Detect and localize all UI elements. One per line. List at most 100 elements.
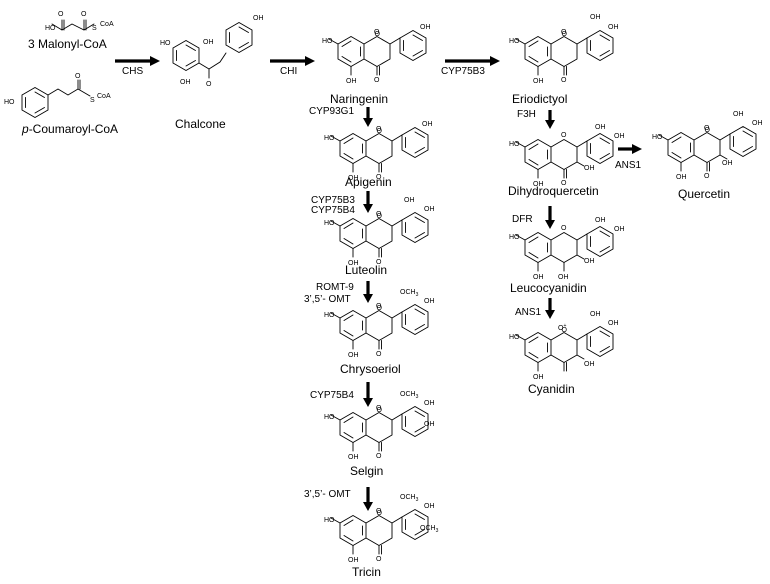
atom-label: OH: [348, 175, 359, 182]
atom-label: OH: [614, 133, 625, 140]
atom-label: HO: [324, 135, 335, 142]
enzyme-cyp93g1: CYP93G1: [309, 106, 354, 117]
atom-label: OH: [420, 24, 431, 31]
atom-label: S: [90, 97, 95, 104]
enzyme-f3h: F3H: [517, 109, 536, 120]
atom-label: OH: [533, 181, 544, 188]
atom-label: CoA: [100, 21, 114, 28]
atom-label: HO: [322, 38, 333, 45]
compound-p-coumaroyl-coa: p-Coumaroyl-CoA: [21, 122, 118, 136]
atom-label: O: [376, 405, 382, 412]
atom-label: HO: [652, 134, 663, 141]
luteolin-structure: HO OH O O OH OH: [324, 197, 435, 267]
atom-label: O: [561, 29, 567, 36]
atom-label: O: [376, 351, 382, 358]
atom-label: HO: [324, 414, 335, 421]
atom-label: CoA: [97, 93, 111, 100]
enzyme-romt9: ROMT-9: [316, 282, 354, 293]
arrowhead: [490, 56, 500, 66]
arrowhead: [305, 56, 315, 66]
atom-label: O: [376, 126, 382, 133]
compound-malonyl-coa: 3 Malonyl-CoA: [28, 37, 107, 51]
atom-label: OH: [203, 39, 214, 46]
enzyme-cyp75b4-sel: CYP75B4: [310, 390, 354, 401]
atom-label: O: [376, 211, 382, 218]
atom-label: OH: [584, 165, 595, 172]
arrowhead: [632, 144, 642, 154]
atom-label: OH: [348, 557, 359, 564]
malonyl-coa-structure: HO O O S CoA: [45, 11, 114, 32]
atom-label: OH: [533, 374, 544, 381]
enzyme-cyp75b4-lut: CYP75B4: [311, 205, 355, 216]
atom-label: O: [704, 125, 710, 132]
arrowhead: [363, 398, 373, 407]
atom-label: O+: [558, 323, 566, 332]
atom-label: OH: [533, 274, 544, 281]
atom-label: OH: [595, 217, 606, 224]
atom-label: OH: [676, 174, 687, 181]
leucocyanidin-structure: HO OH O OH OH OH OH: [509, 217, 625, 281]
atom-label: O: [561, 225, 567, 232]
enzyme-ans1-cya: ANS1: [515, 307, 542, 318]
atom-label: O: [376, 303, 382, 310]
compound-chrysoeriol: Chrysoeriol: [340, 362, 401, 376]
atom-label: HO: [45, 25, 56, 32]
compound-leucocyanidin: Leucocyanidin: [510, 281, 587, 295]
atom-label: OH: [424, 298, 435, 305]
atom-label: O: [206, 81, 212, 88]
chalcone-structure: HO OH OH O OH: [160, 15, 264, 88]
chrysoeriol-structure: HO OH O O OCH3 OH: [324, 289, 435, 359]
atom-label: OH: [424, 206, 435, 213]
enzyme-ans1-quer: ANS1: [615, 160, 642, 171]
atom-label: OH: [608, 320, 619, 327]
atom-label: O: [561, 77, 567, 84]
enzyme-cyp75b3-lut: CYP75B3: [311, 195, 355, 206]
atom-label: OH: [348, 260, 359, 267]
atom-label: OH: [722, 160, 733, 167]
atom-label: O: [376, 508, 382, 515]
quercetin-structure: HO OH O O OH OH OH: [652, 111, 763, 181]
arrowhead: [545, 120, 555, 129]
atom-label: HO: [509, 141, 520, 148]
atom-label: OH: [533, 78, 544, 85]
dihydroquercetin-structure: HO OH O O OH OH OH: [509, 124, 625, 188]
atom-label: OH: [733, 111, 744, 118]
atom-label: OH: [253, 15, 264, 22]
atom-label: O: [704, 173, 710, 180]
atom-label: OH: [404, 197, 415, 204]
atom-label: O: [374, 77, 380, 84]
arrowhead: [545, 220, 555, 229]
compound-tricin: Tricin: [352, 565, 381, 579]
atom-label: OH: [348, 454, 359, 461]
atom-label: OCH3: [400, 391, 419, 400]
atom-label: OH: [595, 124, 606, 131]
compound-quercetin: Quercetin: [678, 187, 730, 201]
atom-label: OH: [590, 311, 601, 318]
compound-eriodictyol: Eriodictyol: [512, 92, 567, 106]
enzyme-omt-chr: 3’,5’- OMT: [304, 294, 351, 305]
atom-label: O: [376, 259, 382, 266]
atom-label: OH: [180, 79, 191, 86]
atom-label: OH: [346, 78, 357, 85]
atom-label: O: [81, 11, 87, 18]
enzyme-omt-tri: 3’,5’- OMT: [304, 489, 351, 500]
atom-label: OH: [424, 503, 435, 510]
atom-label: OH: [614, 226, 625, 233]
arrowhead: [545, 310, 555, 319]
atom-label: HO: [324, 312, 335, 319]
atom-label: HO: [509, 38, 520, 45]
atom-label: OH: [424, 421, 435, 428]
p-coumaroyl-coa-structure: HO O S CoA: [4, 73, 111, 118]
atom-label: HO: [160, 40, 171, 47]
atom-label: O: [561, 180, 567, 187]
naringenin-structure: HO OH O O OH: [322, 24, 431, 85]
atom-label: OH: [424, 400, 435, 407]
atom-label: O: [376, 556, 382, 563]
compound-dihydroquercetin: Dihydroquercetin: [508, 184, 599, 198]
compound-apigenin: Apigenin: [345, 175, 392, 189]
atom-label: HO: [509, 334, 520, 341]
atom-label: O: [58, 11, 64, 18]
atom-label: OH: [590, 14, 601, 21]
atom-label: OH: [608, 24, 619, 31]
